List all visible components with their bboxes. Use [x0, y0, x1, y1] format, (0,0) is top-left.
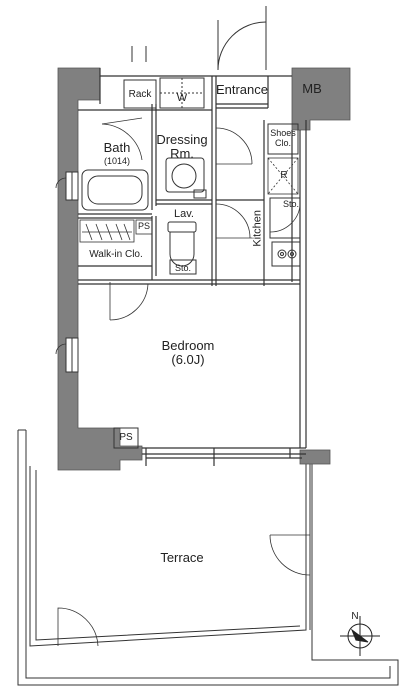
left-windows: [65, 171, 79, 373]
ps-upper-label: PS: [137, 221, 150, 231]
sink-icon: [165, 157, 207, 199]
mb-label: MB: [302, 81, 322, 96]
shoes-closet-label-2: Clo.: [274, 138, 291, 148]
rack-shelf: [123, 79, 157, 109]
terrace-outline: [17, 429, 399, 686]
terrace-door-arcs: [57, 534, 311, 647]
lav-storage-label: Sto.: [174, 263, 191, 273]
north-compass-icon: [340, 616, 380, 656]
bath-door: [101, 117, 143, 161]
dressing-room-label-2: Rm.: [170, 146, 194, 161]
shoes-closet-label: Shoes: [270, 128, 296, 138]
terrace-label: Terrace: [160, 550, 204, 565]
walk-in-closet-label: Walk-in Clo.: [89, 249, 143, 260]
bedroom-size-label: (6.0J): [171, 352, 205, 367]
left-window-arcs: [55, 177, 67, 355]
structural-walls: [57, 67, 351, 471]
lav-label: Lav.: [174, 208, 194, 220]
ps-lower-label: PS: [119, 432, 133, 443]
shoes-closet: [267, 123, 299, 155]
kitchen-counter: [269, 197, 301, 267]
kitchen-storage-label: Sto.: [282, 199, 299, 209]
walk-in-closet-rail: [79, 219, 153, 243]
refrigerator-icon: [267, 157, 299, 195]
washer-label: W: [176, 92, 188, 104]
lav-door: [215, 203, 252, 239]
entrance-label: Entrance: [215, 82, 269, 97]
washer-icon: [159, 77, 205, 109]
kitchen-label: Kitchen: [251, 209, 264, 247]
refrigerator-label: R: [280, 170, 288, 181]
bathtub-icon: [81, 169, 149, 211]
bath-size-label: (1014): [103, 156, 130, 166]
ps-lower-box: [113, 427, 139, 449]
walk-in-door: [109, 282, 149, 321]
bedroom-label: Bedroom: [161, 338, 215, 353]
entrance-door: [131, 6, 267, 71]
dressing-room-label: Dressing: [156, 132, 208, 147]
dressing-door: [215, 127, 253, 165]
bath-label: Bath: [103, 140, 131, 155]
rack-label: Rack: [128, 89, 152, 100]
toilet-icon: [167, 221, 197, 275]
compass-north-label: N: [351, 611, 359, 622]
